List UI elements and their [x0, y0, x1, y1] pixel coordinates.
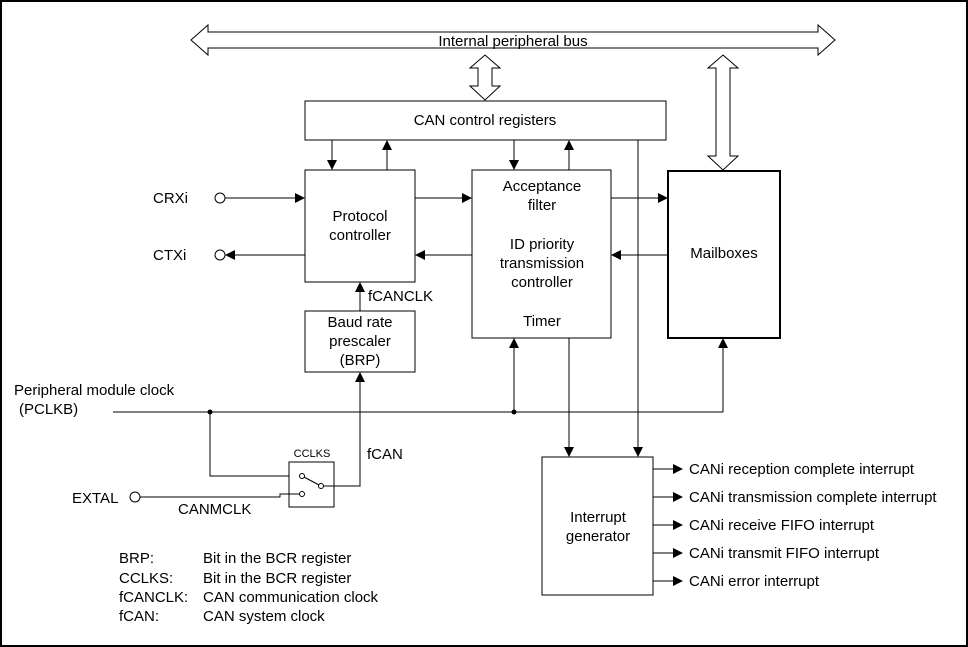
- id-priority-label-1: ID priority: [510, 236, 575, 253]
- crxi-arrowhead: [295, 193, 305, 203]
- fcanclk-arrowhead: [355, 282, 365, 292]
- acceptance-filter-label-2: filter: [528, 197, 556, 214]
- interrupt-generator-block: [541, 456, 654, 596]
- baud-rate-prescaler-label-1: Baud rate: [327, 314, 392, 331]
- canmclk-label: CANMCLK: [178, 501, 251, 518]
- crxi-label: CRXi: [153, 190, 188, 207]
- interrupt-arrowhead-4: [673, 576, 683, 586]
- id-priority-label-3: controller: [511, 274, 573, 291]
- bus-label: Internal peripheral bus: [438, 33, 587, 50]
- can-control-registers-block: [304, 100, 667, 141]
- internal-peripheral-bus: [190, 23, 836, 57]
- pclkb-to-timer-arrowhead: [509, 338, 519, 348]
- protocol-controller-block: [304, 169, 416, 283]
- ctxi-arrowhead: [225, 250, 235, 260]
- cclks-switch-lever: [303, 476, 320, 486]
- cclks-contact-pclkb: [299, 473, 305, 479]
- legend-desc-cclks: Bit in the BCR register: [203, 570, 351, 587]
- legend-desc-fcan: CAN system clock: [203, 608, 325, 625]
- acceptance-filter-block: [471, 169, 612, 339]
- legend-desc-fcanclk: CAN communication clock: [203, 589, 379, 606]
- protocol-controller-label-2: controller: [329, 227, 391, 244]
- id-priority-label-2: transmission: [500, 255, 584, 272]
- peripheral-clock-label-1: Peripheral module clock: [14, 382, 175, 399]
- cclks-label: CCLKS: [294, 448, 331, 460]
- interrupt-arrowhead-1: [673, 492, 683, 502]
- cclks-contact-canmclk: [299, 491, 305, 497]
- legend-term-fcan: fCAN:: [119, 608, 159, 625]
- interrupt-label-transmit-fifo: CANi transmit FIFO interrupt: [689, 545, 880, 562]
- protocol-controller-label-1: Protocol: [332, 208, 387, 225]
- mailboxes-to-filter-arrowhead: [611, 250, 621, 260]
- filter-to-mailboxes-arrowhead: [658, 193, 668, 203]
- registers-to-interrupt-arrowhead: [633, 447, 643, 457]
- ctxi-pin: [214, 249, 226, 261]
- legend-term-cclks: CCLKS:: [119, 570, 173, 587]
- bus-to-registers-arrow: [468, 54, 502, 101]
- interrupt-outputs: CANi reception complete interrupt CANi t…: [653, 461, 937, 590]
- registers-to-protocol-arrowhead: [327, 160, 337, 170]
- interrupt-label-receive-fifo: CANi receive FIFO interrupt: [689, 517, 875, 534]
- interrupt-generator-label-1: Interrupt: [570, 509, 627, 526]
- extal-pin: [129, 491, 141, 503]
- peripheral-clock-label-2: (PCLKB): [19, 401, 78, 418]
- interrupt-generator-label-2: generator: [566, 528, 630, 545]
- interrupt-label-reception-complete: CANi reception complete interrupt: [689, 461, 915, 478]
- filter-to-protocol-arrowhead: [415, 250, 425, 260]
- mailboxes-label: Mailboxes: [690, 245, 758, 262]
- pclkb-to-switch-wire: [209, 412, 300, 477]
- extal-label: EXTAL: [72, 490, 118, 507]
- cclks-common-contact: [318, 483, 324, 489]
- interrupt-label-error: CANi error interrupt: [689, 573, 820, 590]
- fcan-label: fCAN: [367, 446, 403, 463]
- interrupt-label-transmission-complete: CANi transmission complete interrupt: [689, 489, 937, 506]
- baud-rate-prescaler-label-3: (BRP): [340, 352, 381, 369]
- protocol-to-filter-arrowhead: [462, 193, 472, 203]
- filter-to-interrupt-arrowhead: [564, 447, 574, 457]
- fcanclk-label: fCANCLK: [368, 288, 433, 305]
- registers-to-filter-arrowhead: [509, 160, 519, 170]
- legend-term-brp: BRP:: [119, 550, 154, 567]
- baud-rate-prescaler-label-2: prescaler: [329, 333, 391, 350]
- ctxi-label: CTXi: [153, 247, 186, 264]
- filter-to-registers-arrowhead: [564, 140, 574, 150]
- can-control-registers-label: CAN control registers: [414, 112, 557, 129]
- pclkb-to-mailboxes-arrowhead: [718, 338, 728, 348]
- protocol-to-registers-arrowhead: [382, 140, 392, 150]
- interrupt-arrowhead-3: [673, 548, 683, 558]
- extal-wire: [140, 493, 300, 498]
- fcan-arrowhead: [355, 372, 365, 382]
- legend-term-fcanclk: fCANCLK:: [119, 589, 188, 606]
- interrupt-arrowhead-2: [673, 520, 683, 530]
- baud-rate-prescaler-block: [304, 310, 416, 373]
- legend: BRP: Bit in the BCR register CCLKS: Bit …: [119, 550, 379, 625]
- crxi-pin: [214, 192, 226, 204]
- legend-desc-brp: Bit in the BCR register: [203, 550, 351, 567]
- fcan-wire: [323, 382, 361, 487]
- timer-label: Timer: [523, 313, 561, 330]
- cclks-switch-block: [288, 461, 335, 508]
- acceptance-filter-label-1: Acceptance: [503, 178, 581, 195]
- interrupt-arrowhead-0: [673, 464, 683, 474]
